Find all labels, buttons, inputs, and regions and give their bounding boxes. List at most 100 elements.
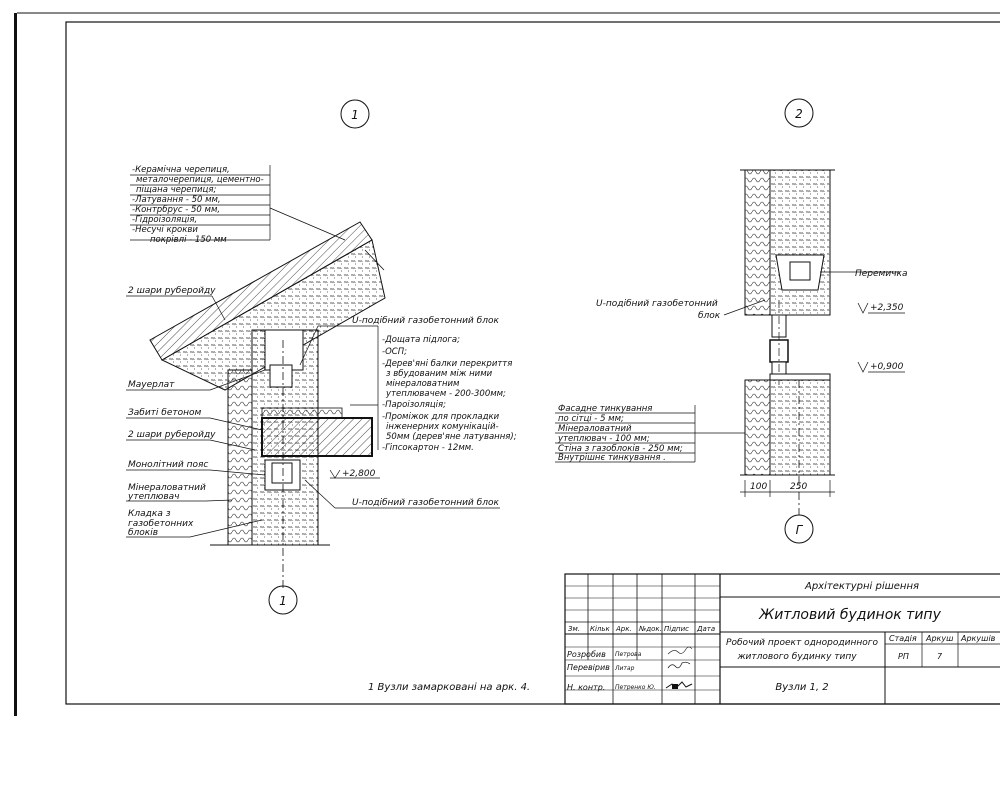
tb-sheet-value: 7	[937, 652, 943, 661]
node2-marker-top-text: 2	[795, 107, 803, 121]
label-ublock2-2: блок	[698, 311, 721, 321]
node1-marker-bottom	[268, 585, 298, 615]
lower-wall-masonry	[769, 379, 831, 476]
drawing-frame	[65, 21, 1000, 705]
roof-layer-1: металочерепиця, цементно-	[136, 175, 264, 185]
tb-project-2: житлового будинку типу	[736, 652, 857, 662]
label-ublock2-1: U-подібний газобетонний	[596, 299, 718, 309]
tb-sheets-label: Аркушів	[960, 634, 996, 643]
wall-layer-1: по сітці - 5 мм;	[558, 414, 624, 424]
wall-layer-2: Мінераловатний	[558, 424, 632, 434]
label-masonry-1: Кладка з	[128, 509, 171, 519]
floor-layer-6: -Пароізоляція;	[382, 400, 446, 410]
floor-layer-5: утеплювачем - 200-300мм;	[385, 389, 506, 399]
label-ruberoid-mid: 2 шари руберойду	[128, 430, 216, 440]
tb-section: Архітектурні рішення	[804, 580, 919, 592]
tb-stage-label: Стадія	[889, 634, 917, 643]
label-masonry-2: газобетонних	[128, 519, 194, 529]
node1-marker-bottom-text: 1	[279, 594, 287, 608]
wall-layer-4: Стіна з газоблоків - 250 мм;	[558, 444, 683, 454]
upper-wall-insulation	[744, 169, 771, 316]
label-wool-2: утеплювач	[127, 492, 179, 502]
wall-layer-5: Внутрішнє тинкування .	[558, 453, 666, 463]
node2-drawing: 2 Г	[740, 98, 835, 544]
roof-layer-3: -Латування - 50 мм,	[132, 195, 221, 205]
label-mauerlat: Мауерлат	[128, 380, 175, 390]
tb-name-control: Петренко Ю.	[615, 684, 656, 691]
roof-rafters	[160, 239, 386, 391]
upper-wall-masonry	[769, 169, 831, 316]
tb-stage-value: РП	[898, 652, 909, 661]
signature-checked	[667, 661, 691, 669]
floor-layer	[261, 407, 343, 419]
label-masonry-3: блоків	[128, 528, 158, 538]
label-ublock-top: U-подібний газобетонний блок	[352, 316, 499, 326]
roof-layer-0: -Керамічна черепиця,	[132, 165, 230, 175]
node2-marker-bottom	[784, 514, 814, 544]
u-block-top	[269, 364, 293, 388]
node1-marker-top	[340, 99, 370, 129]
roof-layer-5: -Гідроізоляція,	[132, 215, 197, 225]
tb-col-zm: Зм.	[568, 625, 580, 633]
roof-layer-4: -Контрбрус - 50 мм,	[132, 205, 220, 215]
left-border	[14, 13, 17, 716]
label-ublock-bottom: U-подібний газобетонний блок	[352, 498, 499, 508]
node2-marker-top	[784, 98, 814, 128]
wall-insulation	[227, 369, 253, 546]
floor-layer-10: -Гіпсокартон - 12мм.	[382, 443, 474, 453]
node2-leaders	[555, 271, 905, 463]
floor-layer-0: -Дощата підлога;	[382, 335, 460, 345]
node1-marker-top-text: 1	[351, 108, 359, 122]
floor-layer-9: 50мм (дерев'яне латування);	[386, 432, 517, 442]
label-ruberoid-top: 2 шари руберойду	[128, 286, 216, 296]
roof-layers-callout	[130, 165, 346, 241]
floor-layer-7: -Проміжок для прокладки	[382, 412, 500, 422]
mauerlat	[264, 329, 304, 371]
label-lintel: Перемичка	[855, 269, 907, 279]
tb-col-sign: Підпис	[664, 625, 689, 633]
tb-name-checked: Литар	[614, 665, 635, 672]
node1-left-leaders	[126, 295, 266, 538]
lower-wall-insulation	[744, 379, 771, 476]
floor-layer-4: мінераловатним	[386, 379, 460, 389]
tb-project-1: Робочий проект однородинного	[726, 638, 878, 648]
tb-col-kilk: Кільк	[590, 625, 611, 633]
tb-col-ark: Арк.	[615, 625, 632, 633]
tb-name-developed: Петрова	[615, 651, 642, 658]
label-belt: Монолітний пояс	[128, 460, 208, 470]
level-2800: +2,800	[342, 469, 376, 479]
title-block	[564, 573, 1000, 705]
floor-beam	[261, 417, 373, 457]
sheet-note: 1 Вузли замарковані на арк. 4.	[368, 681, 530, 693]
level-0900: +0,900	[870, 362, 904, 372]
node2-marker-bottom-text: Г	[796, 523, 804, 537]
wall-layer-3: утеплювач - 100 мм;	[557, 434, 650, 444]
node1-drawing: 1 1	[149, 99, 386, 615]
tb-row-control: Н. контр.	[567, 683, 605, 692]
tb-building: Житловий будинок типу	[758, 607, 941, 623]
wall-layer-0: Фасадне тинкування	[558, 404, 652, 414]
tb-sheet-label: Аркуш	[925, 634, 954, 643]
signature-developed	[667, 646, 693, 655]
label-concrete: Забиті бетоном	[128, 408, 202, 418]
signature-control	[665, 681, 693, 689]
tb-col-doc: №док.	[638, 625, 662, 633]
level-2350: +2,350	[870, 303, 904, 313]
floor-layer-2: -Дерев'яні балки перекриття	[382, 359, 512, 369]
roof-layer-2: піщана черепиця;	[136, 185, 216, 195]
tb-row-developed: Розробив	[567, 650, 606, 659]
label-wool-1: Мінераловатний	[128, 483, 206, 493]
roof-layer-7: покрівлі - 150 мм	[150, 235, 227, 245]
roof-layer-6: -Несучі крокви	[132, 225, 198, 235]
dim-100: 100	[750, 482, 767, 492]
floor-layer-3: з вбудованим між ними	[386, 369, 493, 379]
dim-250: 250	[790, 482, 807, 492]
tb-col-date: Дата	[696, 625, 715, 633]
node1-right-leaders	[299, 325, 500, 509]
floor-layer-8: інженерних комунікацій-	[386, 422, 499, 432]
u-block-bottom	[271, 462, 293, 484]
lintel-core	[789, 261, 811, 281]
floor-layer-1: -ОСП;	[382, 347, 407, 357]
tb-sheet-title: Вузли 1, 2	[775, 682, 828, 693]
